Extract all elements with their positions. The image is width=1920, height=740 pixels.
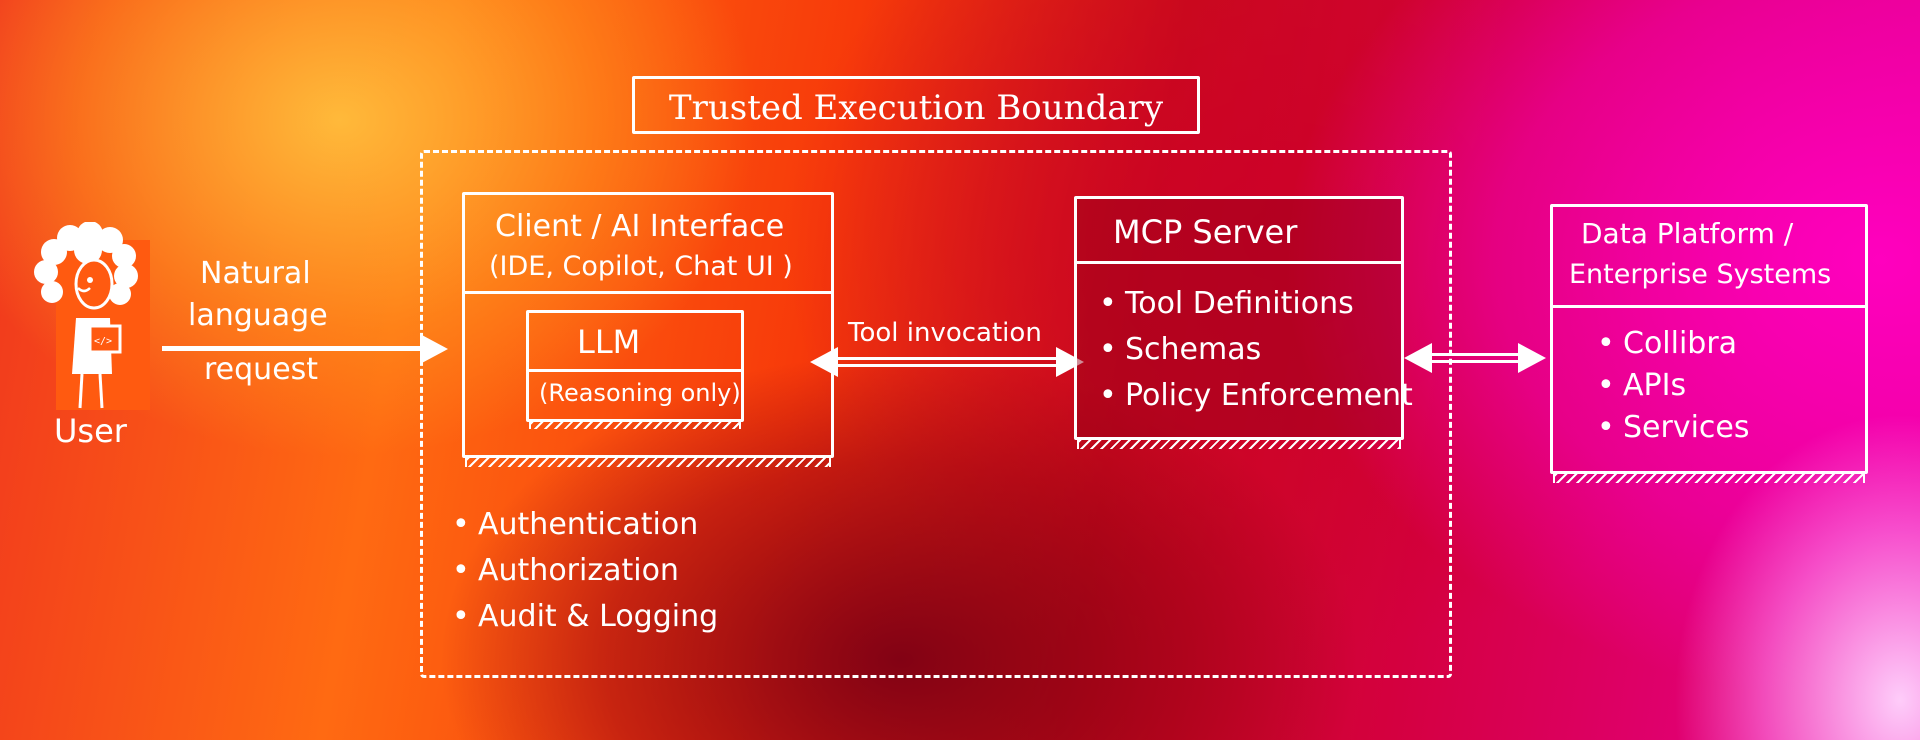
svg-text:</>: </> <box>94 336 112 347</box>
request-label-line3: request <box>204 352 319 387</box>
tool-invocation-label: Tool invocation <box>848 318 1042 348</box>
list-item: Schemas <box>1099 327 1413 373</box>
data-platform-title-line2: Enterprise Systems <box>1569 259 1832 290</box>
list-item: Authentication <box>452 502 718 548</box>
developer-icon: </> <box>34 222 138 409</box>
mcp-server-box: MCP Server Tool Definitions Schemas Poli… <box>1074 196 1413 449</box>
user-figure: </> <box>28 222 150 410</box>
client-box: Client / AI Interface (IDE, Copilot, Cha… <box>462 192 834 467</box>
request-label-line1: Natural <box>200 256 311 291</box>
llm-subtitle: (Reasoning only) <box>539 379 741 407</box>
boundary-title-box: Trusted Execution Boundary <box>632 76 1200 134</box>
client-title: Client / AI Interface <box>495 209 785 244</box>
list-item: Policy Enforcement <box>1099 373 1413 419</box>
list-item: Authorization <box>452 548 718 594</box>
user-label: User <box>54 412 127 450</box>
request-label-line2: language <box>188 298 328 333</box>
data-platform-title-line1: Data Platform / <box>1581 217 1794 250</box>
mcp-feature-list: Tool Definitions Schemas Policy Enforcem… <box>1099 281 1413 419</box>
data-platform-box: Data Platform / Enterprise Systems Colli… <box>1550 204 1868 483</box>
data-platform-list: Collibra APIs Services <box>1597 323 1750 449</box>
list-item: Collibra <box>1597 323 1750 365</box>
list-item: Services <box>1597 407 1750 449</box>
client-subtitle: (IDE, Copilot, Chat UI ) <box>489 251 793 282</box>
list-item: APIs <box>1597 365 1750 407</box>
llm-title: LLM <box>577 323 641 361</box>
boundary-title: Trusted Execution Boundary <box>668 88 1164 128</box>
llm-box: LLM (Reasoning only) <box>526 310 744 429</box>
list-item: Tool Definitions <box>1099 281 1413 327</box>
mcp-title: MCP Server <box>1113 213 1298 251</box>
list-item: Audit & Logging <box>452 594 718 640</box>
trusted-execution-boundary <box>420 150 1452 678</box>
client-security-list: Authentication Authorization Audit & Log… <box>452 502 718 640</box>
